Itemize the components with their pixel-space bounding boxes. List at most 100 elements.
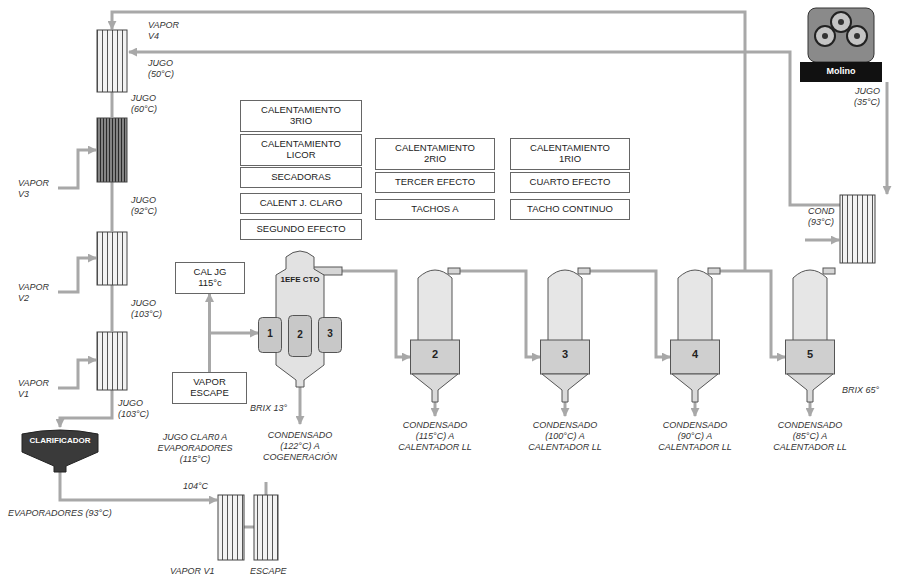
node-shape	[540, 262, 590, 402]
node-text: 3	[540, 348, 590, 361]
label-slot: CONDENSADO (85°C) A CALENTADOR LL	[770, 420, 850, 452]
label-slot: JUGO (35°C)	[840, 86, 880, 108]
vapor-pipe	[58, 150, 96, 188]
mill-roller	[831, 12, 851, 32]
mill-housing	[808, 8, 874, 62]
vapor-connector	[590, 271, 670, 357]
condensate-pipe	[434, 402, 437, 416]
label-slot: CONDENSADO (100°C) A CALENTADOR LL	[525, 420, 605, 452]
node-text: TACHO CONTINUO	[516, 204, 624, 215]
vapor-connector	[342, 271, 410, 357]
label-slot: CONDENSADO (122°C) A COGENERACIÓN	[255, 430, 345, 462]
evaporator-body: 4	[670, 262, 720, 402]
evaporator-outline	[548, 270, 582, 342]
juice-pipe	[886, 82, 889, 194]
condensate-pipe	[694, 402, 697, 416]
node-text: SEGUNDO EFECTO	[246, 224, 356, 235]
node-text: 2	[410, 348, 460, 361]
juice-pipe	[111, 92, 114, 117]
label-slot: VAPOR V1	[170, 566, 230, 577]
flow-label: JUGO (103°C)	[131, 298, 175, 320]
process-box: CAL JG 115°c	[175, 262, 245, 294]
node-text: CLARIFICADOR	[20, 436, 100, 445]
juice-heater	[97, 118, 127, 182]
node-text: 1EFE CTO	[280, 275, 320, 284]
node-text: CALENTAMIENTO LICOR	[253, 139, 349, 161]
node-text: CALENTAMIENTO 3RIO	[255, 105, 347, 127]
flow-label: BRIX 65°	[842, 385, 892, 396]
evaporator-outline	[276, 251, 324, 387]
calandria-outline	[319, 318, 342, 353]
process-box: CALENTAMIENTO 2RIO	[375, 138, 495, 170]
node-text: TERCER EFECTO	[381, 177, 489, 188]
flow-label: CONDENSADO (115°C) A CALENTADOR LL	[395, 420, 475, 452]
label-slot: CONDENSADO (115°C) A CALENTADOR LL	[395, 420, 475, 452]
vapor-nozzle	[578, 268, 590, 274]
flow-label: JUGO (92°C)	[131, 195, 171, 217]
evaporator-body: 3	[540, 262, 590, 402]
node-shape	[410, 262, 460, 402]
evaporator-outline	[793, 270, 827, 342]
vapor-pipe	[58, 360, 96, 388]
juice-heater	[254, 495, 278, 560]
vapor-connector	[210, 333, 259, 372]
mill-roller	[847, 26, 867, 46]
node-text: CUARTO EFECTO	[516, 177, 624, 188]
juice-pipe	[60, 472, 217, 500]
flow-label: ESCAPE	[250, 566, 300, 577]
evaporator-outline	[678, 270, 712, 342]
condensate-pipe	[809, 402, 812, 416]
vapor-nozzle	[708, 268, 720, 274]
node-text: 2	[288, 329, 312, 341]
flow-label: EVAPORADORES (93°C)	[8, 508, 158, 519]
process-box: CALENTAMIENTO 1RIO	[510, 138, 630, 170]
node-text: 3	[318, 328, 342, 340]
flow-label: COND (93°C)	[808, 206, 842, 228]
label-slot: JUGO (50°C)	[148, 58, 188, 80]
node-text: VAPOR ESCAPE	[185, 377, 235, 399]
node-text: TACHOS A	[381, 204, 489, 215]
node-shape	[670, 262, 720, 402]
condensate-pipe	[805, 239, 839, 242]
flow-label: VAPOR V1	[170, 566, 230, 577]
mill-roller	[815, 26, 835, 46]
roller-axle	[838, 19, 844, 25]
label-slot: ESCAPE	[250, 566, 300, 577]
evaporator-outline	[418, 270, 452, 342]
label-slot: VAPOR V3	[18, 178, 54, 200]
process-box: CALENT J. CLARO	[240, 193, 362, 214]
flow-label: 104°C	[183, 481, 215, 492]
label-slot: COND (93°C)	[808, 206, 842, 228]
node-text: CAL JG 115°c	[185, 267, 235, 289]
label-slot: VAPOR V2	[18, 282, 54, 304]
heaters	[97, 30, 875, 560]
juice-pipe	[60, 390, 112, 427]
label-slot: JUGO (103°C)	[131, 298, 175, 320]
evaporator-cone	[412, 374, 458, 402]
juice-pipe	[111, 285, 114, 331]
evaporator-cone	[787, 374, 833, 402]
clarifier-tank: CLARIFICADOR	[20, 428, 100, 472]
process-box: CUARTO EFECTO	[510, 172, 630, 193]
node-text: 1	[258, 328, 282, 340]
roller-axle	[854, 33, 860, 39]
node-shape	[20, 428, 100, 472]
flow-label: VAPOR V3	[18, 178, 54, 200]
node-text: CALENTAMIENTO 2RIO	[389, 143, 481, 165]
vapor-nozzle	[448, 268, 460, 274]
calandria-outline	[259, 318, 282, 353]
flow-label: VAPOR V1	[18, 378, 54, 400]
flow-label: CONDENSADO (122°C) A COGENERACIÓN	[255, 430, 345, 462]
vapor-nozzle	[823, 268, 835, 274]
flow-label: JUGO (60°C)	[131, 93, 171, 115]
label-slot: JUGO (103°C)	[118, 398, 162, 420]
label-slot: VAPOR V4	[148, 20, 184, 42]
flow-label: VAPOR V4	[148, 20, 184, 42]
label-slot: BRIX 13°	[250, 403, 296, 414]
label-slot: JUGO (60°C)	[131, 93, 171, 115]
calandria-unit: 2	[288, 315, 312, 357]
flow-label: JUGO (35°C)	[840, 86, 880, 108]
process-box: CALENTAMIENTO LICOR	[240, 134, 362, 166]
